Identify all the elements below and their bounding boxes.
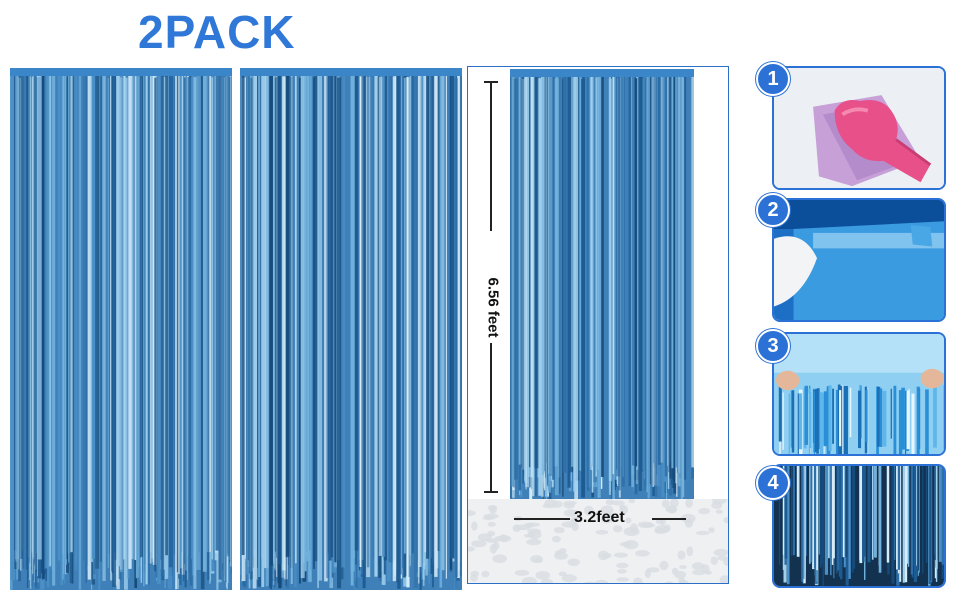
- width-label: 3.2feet: [574, 509, 625, 526]
- width-line-left: [514, 518, 570, 520]
- step-1-badge: 1: [756, 62, 790, 96]
- height-cap-bottom: [484, 491, 498, 493]
- floor-rug: [468, 494, 728, 583]
- height-line-top: [490, 81, 492, 231]
- cleaning-glove-icon: [774, 68, 944, 188]
- pack-count-title: 2PACK: [138, 6, 296, 58]
- step-3-panel: [772, 332, 946, 456]
- dimension-diagram: 6.56 feet 3.2feet: [467, 66, 729, 584]
- step-4-panel: [772, 464, 946, 588]
- foil-curtain-measured: [510, 69, 694, 501]
- step-1-panel: [772, 66, 946, 190]
- height-label-text: 6.56 feet: [484, 276, 502, 338]
- foil-curtain-1: [10, 68, 232, 590]
- step-3-badge: 3: [756, 329, 790, 363]
- foil-fringe-1: [10, 68, 232, 590]
- peel-tape-icon: [774, 200, 944, 320]
- step-2-badge: 2: [756, 193, 790, 227]
- height-label: 6.56 feet: [473, 277, 513, 337]
- foil-fringe-2: [240, 68, 462, 590]
- finished-curtain-icon: [774, 466, 944, 586]
- width-line-right: [652, 518, 686, 520]
- foil-curtain-2: [240, 68, 462, 590]
- height-line-bottom: [490, 343, 492, 493]
- foil-fringe-3: [510, 69, 694, 501]
- stick-curtain-icon: [774, 334, 944, 454]
- step-2-panel: [772, 198, 946, 322]
- step-4-badge: 4: [756, 466, 790, 500]
